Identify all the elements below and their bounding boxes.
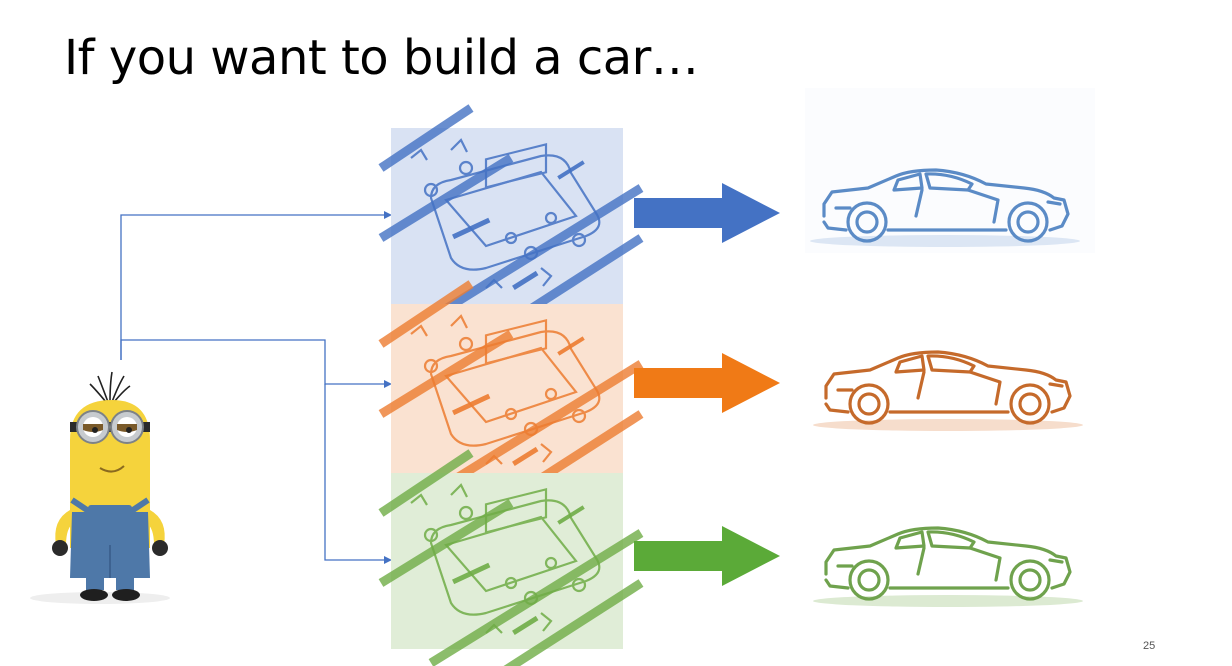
assembly-line-blue <box>381 108 641 328</box>
page-number: 25 <box>1143 640 1156 652</box>
connector-to-blue-line <box>120 214 388 360</box>
connector-to-orange-line <box>120 339 388 385</box>
slide-title: If you want to build a car… <box>64 30 699 86</box>
block-arrow-orange <box>634 353 780 413</box>
car-blue-icon <box>805 88 1095 253</box>
assembly-line-green <box>381 453 641 666</box>
block-arrow-green <box>634 526 780 586</box>
assembly-line-orange <box>381 284 641 504</box>
car-orange-icon <box>813 350 1083 431</box>
connector-to-green-line <box>324 384 388 561</box>
minion-character <box>30 371 170 604</box>
block-arrow-blue <box>634 183 780 243</box>
car-green-icon <box>813 526 1083 607</box>
connector-lines <box>120 214 388 561</box>
connector-arrowheads <box>384 211 392 564</box>
